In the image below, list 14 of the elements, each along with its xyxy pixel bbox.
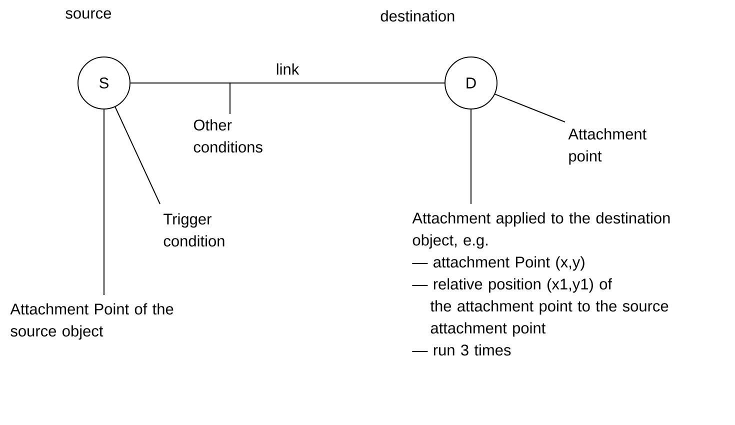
annotation-text: Attachment Point of the source object bbox=[10, 303, 174, 340]
annotation-text: Other conditions bbox=[194, 119, 262, 153]
leader-line bbox=[114, 106, 160, 204]
link-line bbox=[130, 82, 445, 84]
circle-node: D bbox=[444, 56, 498, 110]
annotation-text: Trigger condition bbox=[164, 213, 224, 247]
edge-label: link bbox=[276, 63, 300, 75]
annotation-text: Attachment applied to the destination object, e.g. — attachment Point (x,y) — relative position (x1,y1) of the attachment point to the source attachment point — run 3 times bbox=[412, 212, 670, 356]
leader-line bbox=[470, 109, 472, 204]
circle-node: S bbox=[78, 56, 130, 110]
node-caption: destination bbox=[380, 10, 454, 22]
annotation-text: Attachment point bbox=[568, 128, 646, 165]
node-caption: source bbox=[66, 10, 112, 19]
leader-line bbox=[494, 94, 566, 122]
